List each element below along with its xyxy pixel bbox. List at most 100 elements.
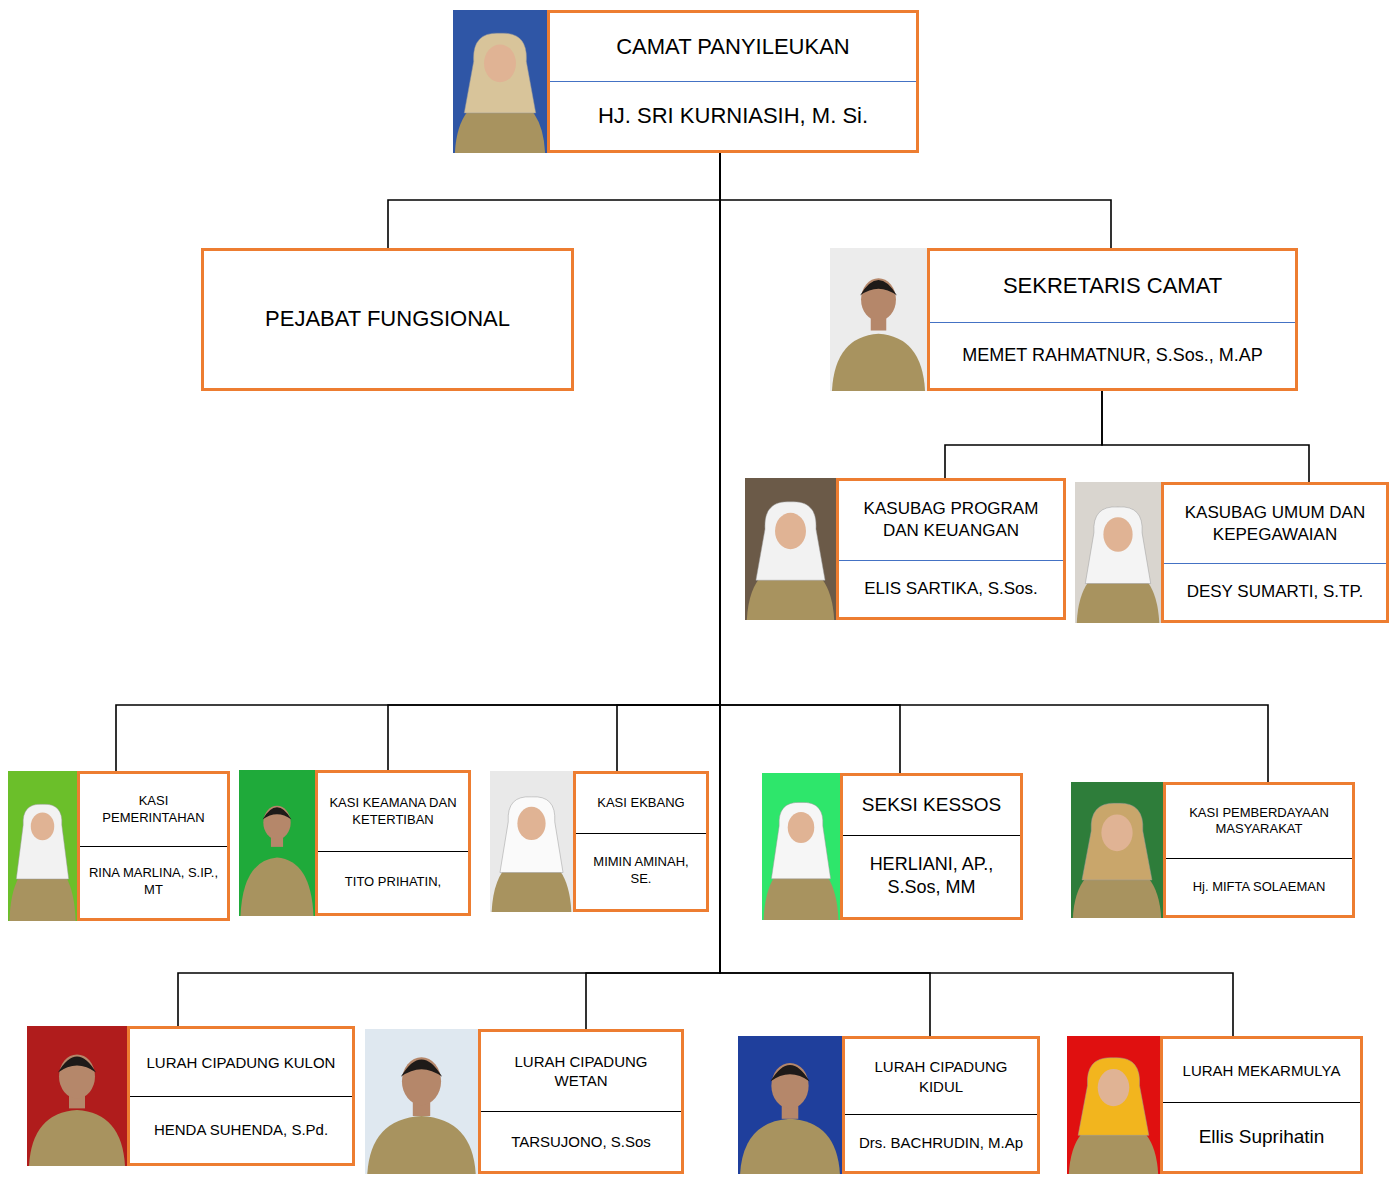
photo-background (239, 770, 315, 916)
officer-name: HJ. SRI KURNIASIH, M. Si. (598, 102, 868, 131)
position-box: SEKSI KESSOSHERLIANI, AP., S.Sos, MM (840, 773, 1023, 920)
officer-name-area: TARSUJONO, S.Sos (481, 1111, 681, 1171)
position-title-area: KASI EKBANG (576, 774, 706, 833)
officer-name: DESY SUMARTI, S.TP. (1187, 581, 1364, 603)
uniform (367, 1116, 475, 1174)
position-box: KASI PEMERINTAHAN RINA MARLINA, S.IP., MT (77, 771, 230, 921)
hierarchy-connector (388, 153, 720, 770)
position-box: KASI KEAMANA DAN KETERTIBAN TITO PRIHATIN… (315, 770, 471, 916)
officer-name-area: DESY SUMARTI, S.TP. (1164, 563, 1386, 620)
face (788, 812, 815, 843)
hierarchy-connector (720, 153, 1111, 248)
officer-name-area: MIMIN AMINAH, SE. (576, 833, 706, 909)
hierarchy-connector (178, 153, 720, 1026)
photo-background (8, 771, 77, 921)
portrait-photo (27, 1026, 127, 1166)
hijab (756, 502, 825, 581)
portrait-photo (8, 771, 77, 921)
position-title-area: KASI PEMERINTAHAN (80, 774, 227, 846)
position-title: KASI KEAMANA DAN KETERTIBAN (324, 795, 462, 829)
hierarchy-connector (720, 153, 900, 773)
photo-background (738, 1036, 842, 1174)
hijab (16, 804, 68, 879)
position-box: SEKRETARIS CAMAT MEMET RAHMATNUR, S.Sos.,… (927, 248, 1298, 391)
photo-background (1075, 482, 1161, 623)
position-box: LURAH CIPADUNG KULON HENDA SUHENDA, S.Pd. (127, 1026, 355, 1166)
portrait-photo (1067, 1036, 1160, 1174)
position-title: KASUBAG PROGRAM DAN KEUANGAN (845, 498, 1057, 542)
officer-name-area: TITO PRIHATIN, (318, 851, 468, 913)
position-title-area: KASUBAG UMUM DAN KEPEGAWAIAN (1164, 485, 1386, 563)
officer-name: RINA MARLINA, S.IP., MT (86, 865, 221, 899)
hijab (464, 33, 535, 113)
position-title: KASI EKBANG (597, 795, 684, 812)
position-title-area: LURAH CIPADUNG KULON (130, 1029, 352, 1096)
position-title-area: KASI PEMBERDAYAAN MASYARAKAT (1166, 785, 1352, 858)
hair (263, 807, 292, 819)
uniform (832, 334, 925, 391)
hijab (1082, 803, 1152, 880)
officer-name: MEMET RAHMATNUR, S.Sos., M.AP (962, 344, 1262, 367)
position-title: LURAH CIPADUNG WETAN (487, 1052, 675, 1091)
face (1101, 814, 1132, 851)
position-title: KASI PEMBERDAYAAN MASYARAKAT (1172, 805, 1346, 839)
portrait-photo (745, 478, 836, 620)
portrait-photo (365, 1029, 478, 1174)
officer-name: TARSUJONO, S.Sos (511, 1132, 651, 1152)
position-title: PEJABAT FUNGSIONAL (265, 305, 510, 334)
hijab (500, 797, 563, 873)
portrait-photo (738, 1036, 842, 1174)
portrait-photo (1071, 782, 1163, 918)
face (59, 1054, 95, 1098)
hair (860, 280, 897, 296)
portrait-photo (239, 770, 315, 916)
position-title: KASUBAG UMUM DAN KEPEGAWAIAN (1170, 502, 1380, 546)
position-title-area: KASUBAG PROGRAM DAN KEUANGAN (839, 481, 1063, 560)
photo-background (365, 1029, 478, 1174)
hierarchy-connector (116, 153, 720, 771)
photo-background (830, 248, 927, 391)
position-box: LURAH CIPADUNG KIDULDrs. BACHRUDIN, M.Ap (842, 1036, 1040, 1174)
position-box: KASI PEMBERDAYAAN MASYARAKAT Hj. MIFTA SO… (1163, 782, 1355, 918)
face (861, 278, 896, 321)
portrait-photo (830, 248, 927, 391)
position-title: SEKRETARIS CAMAT (1003, 272, 1222, 301)
position-title-area: LURAH MEKARMULYA (1163, 1039, 1360, 1102)
hierarchy-connector (1102, 391, 1309, 482)
photo-background (490, 771, 573, 912)
face (517, 807, 545, 840)
hijab (1085, 507, 1150, 584)
hierarchy-connector (617, 153, 720, 771)
position-box: LURAH MEKARMULYA Ellis Suprihatin (1160, 1036, 1363, 1174)
hijab (771, 802, 830, 878)
photo-background (1071, 782, 1163, 918)
face (1103, 517, 1132, 551)
officer-name-area: HERLIANI, AP., S.Sos, MM (843, 835, 1020, 917)
officer-name: Drs. BACHRUDIN, M.Ap (859, 1133, 1023, 1153)
uniform (241, 858, 314, 916)
face (1098, 1069, 1130, 1106)
portrait-photo (1075, 482, 1161, 623)
uniform (29, 1110, 125, 1166)
officer-name: HENDA SUHENDA, S.Pd. (154, 1120, 328, 1140)
officer-name: HERLIANI, AP., S.Sos, MM (849, 853, 1014, 900)
position-box: KASUBAG PROGRAM DAN KEUANGAN ELIS SARTIKA… (836, 478, 1066, 620)
officer-name: Ellis Suprihatin (1199, 1125, 1325, 1150)
officer-name-area: HJ. SRI KURNIASIH, M. Si. (550, 81, 916, 150)
photo-background (745, 478, 836, 620)
hair (58, 1056, 96, 1072)
position-box: KASI EKBANG MIMIN AMINAH, SE. (573, 771, 709, 912)
photo-background (1067, 1036, 1160, 1174)
position-box: PEJABAT FUNGSIONAL (201, 248, 574, 391)
uniform (740, 1119, 840, 1174)
officer-name-area: ELIS SARTIKA, S.Sos. (839, 560, 1063, 617)
officer-name-area: MEMET RAHMATNUR, S.Sos., M.AP (930, 322, 1295, 388)
officer-name: Hj. MIFTA SOLAEMAN (1193, 879, 1326, 896)
hierarchy-connector (388, 153, 720, 248)
photo-background (762, 773, 840, 920)
position-box: CAMAT PANYILEUKANHJ. SRI KURNIASIH, M. S… (547, 10, 919, 153)
hair (401, 1059, 442, 1076)
officer-name: ELIS SARTIKA, S.Sos. (864, 578, 1038, 600)
position-box: KASUBAG UMUM DAN KEPEGAWAIAN DESY SUMARTI… (1161, 482, 1389, 623)
